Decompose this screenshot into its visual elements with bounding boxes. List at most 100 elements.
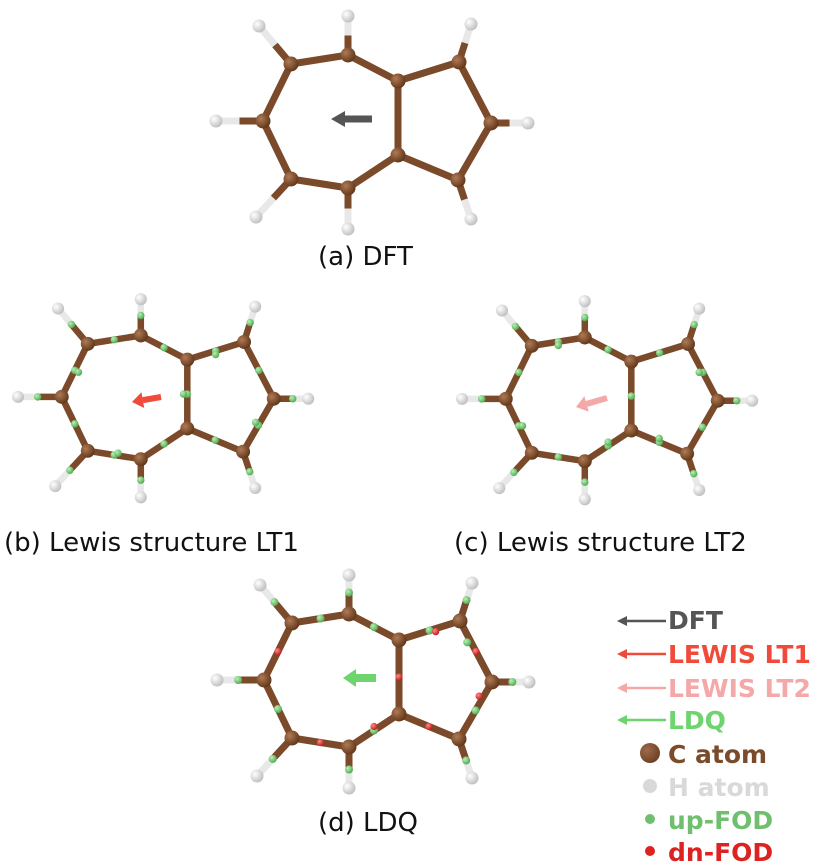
cc-bond	[287, 175, 352, 192]
c-atom	[284, 730, 300, 746]
c-atom	[266, 391, 281, 406]
up-fod	[270, 598, 279, 607]
up-fod	[690, 469, 698, 478]
h-atom	[464, 212, 478, 226]
up-fod	[477, 395, 486, 403]
up-fod	[554, 453, 563, 461]
cc-bond	[394, 151, 462, 184]
h-atom	[342, 568, 356, 582]
up-fod	[74, 368, 83, 376]
dipole-arrow-shaft	[585, 395, 608, 407]
c-atom	[284, 615, 300, 631]
legend-dft-arrow-icon	[617, 616, 666, 626]
up-fod	[510, 468, 518, 476]
up-fod	[471, 706, 480, 715]
h-atom	[746, 394, 759, 407]
c-atom	[451, 54, 467, 70]
c-atom	[450, 172, 466, 188]
up-fod	[71, 420, 79, 428]
h-atom	[693, 302, 706, 315]
up-fod	[251, 418, 260, 427]
up-fod	[288, 395, 297, 403]
c-atom	[524, 338, 539, 353]
up-fod	[508, 678, 517, 686]
c-atom	[577, 454, 592, 469]
cc-bond	[344, 151, 402, 192]
c-atom	[391, 706, 407, 722]
up-fod	[234, 676, 243, 684]
h-atom	[522, 675, 536, 689]
h-atom	[51, 302, 65, 315]
c-atom	[680, 446, 695, 461]
up-fod	[211, 350, 220, 359]
c-atom	[133, 452, 148, 467]
legend-label-lewis-lt2: LEWIS LT2	[668, 674, 811, 703]
up-fod	[274, 705, 282, 713]
up-fod	[425, 626, 434, 635]
up-fod	[581, 313, 589, 322]
c-atom	[624, 354, 639, 369]
h-atom	[250, 769, 264, 783]
cc-bond	[287, 51, 352, 68]
c-atom	[391, 632, 407, 648]
h-atom	[465, 771, 479, 785]
up-fod	[66, 466, 74, 474]
up-fod	[114, 449, 122, 457]
up-fod	[690, 320, 698, 329]
h-atom	[249, 300, 262, 313]
dipole-arrow-head	[343, 669, 356, 687]
up-fod	[695, 368, 703, 377]
c-atom	[577, 330, 592, 345]
up-fod	[345, 588, 353, 597]
up-fod	[463, 638, 472, 647]
h-atom	[252, 19, 266, 33]
h-atom	[578, 493, 591, 506]
h-atom	[493, 482, 506, 495]
cc-bond	[259, 117, 295, 183]
legend-label-c-atom: C atom	[668, 740, 768, 769]
legend-c-atom-icon	[640, 743, 660, 763]
legend-lt2-arrow-icon	[617, 683, 666, 693]
up-fod	[554, 341, 563, 350]
legend-symbols	[617, 616, 666, 856]
h-atom	[341, 9, 355, 23]
h-atom	[495, 304, 509, 317]
dn-fod	[316, 738, 325, 747]
up-fod	[581, 478, 589, 486]
legend-label-up-fod: up-FOD	[668, 806, 774, 835]
up-fod	[732, 397, 741, 405]
up-fod	[211, 436, 219, 444]
molecule-dft	[209, 9, 535, 236]
c-atom	[483, 115, 499, 131]
c-atom	[80, 443, 95, 458]
cc-bond	[454, 119, 495, 184]
up-fod	[462, 596, 471, 605]
dipole-arrow-head	[576, 396, 589, 412]
up-fod	[345, 765, 353, 774]
c-atom	[390, 147, 406, 163]
c-atom	[54, 389, 69, 404]
up-fod	[67, 320, 76, 329]
up-fod	[160, 440, 168, 448]
h-atom	[464, 17, 478, 31]
up-fod	[515, 368, 523, 377]
up-fod	[160, 343, 168, 352]
c-atom	[340, 47, 356, 63]
c-atom	[180, 421, 195, 436]
molecule-ldq	[210, 568, 536, 795]
c-atom	[133, 328, 148, 343]
c-atom	[256, 672, 272, 688]
h-atom	[134, 491, 147, 504]
caption-ldq: (d) LDQ	[318, 808, 419, 838]
h-atom	[11, 390, 25, 403]
h-atom	[341, 222, 355, 236]
dn-fod	[395, 673, 403, 681]
up-fod	[627, 392, 636, 400]
h-atom	[249, 481, 262, 495]
caption-lewis-lt2: (c) Lewis structure LT2	[454, 528, 747, 558]
legend-ldq-arrow-icon	[617, 715, 666, 725]
c-atom	[341, 606, 357, 622]
up-fod	[655, 349, 664, 357]
c-atom	[524, 445, 539, 460]
legend-label-dft: DFT	[668, 606, 723, 635]
